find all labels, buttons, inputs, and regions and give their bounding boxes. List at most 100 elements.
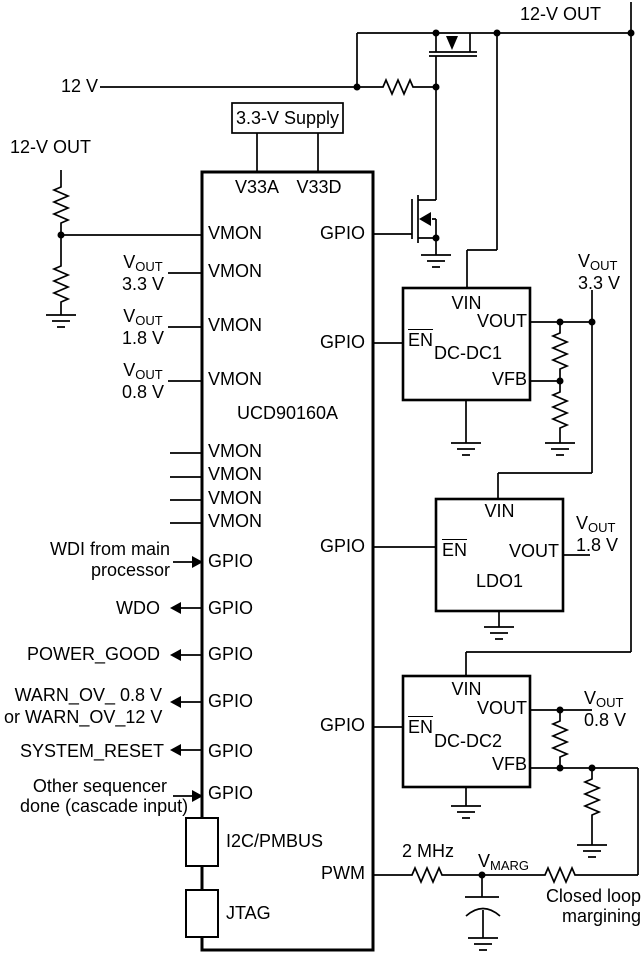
signal-label-power-good: POWER_GOOD [26, 644, 160, 664]
dcdc2-pin-vout: VOUT [476, 698, 527, 718]
ground-nmos-source [421, 254, 451, 268]
dcdc2-pin-en: EN [408, 717, 434, 737]
nmos-arrow [419, 212, 431, 226]
dcdc1-box [401, 286, 532, 402]
pmos-pass-fet [429, 33, 477, 57]
warn-output-arrow [170, 696, 181, 708]
net-label-12v-out-top: 12-V OUT [520, 4, 602, 24]
ldo1-pin-en: EN [442, 540, 468, 560]
pin-label-vmon-5: VMON [208, 441, 262, 461]
pin-label-vmon-3: VMON [208, 315, 262, 335]
dcdc1-pin-vout: VOUT [476, 311, 527, 331]
pin-label-vmon-6: VMON [208, 464, 262, 484]
resistors [51, 77, 602, 885]
ground-12v-divider [46, 314, 76, 328]
ground-dcdc2 [451, 805, 481, 819]
resistor-12v-divider-bottom [51, 262, 71, 306]
dcdc1-pin-vfb: VFB [491, 369, 527, 389]
jtag-connector-box [185, 889, 219, 938]
pin-label-gpio-pg: GPIO [208, 644, 254, 664]
i2c-pmbus-label: I2C/PMBUS [226, 831, 324, 851]
rail-label-vout-0v8: VOUT 0.8 V [584, 688, 627, 730]
ic-name-label: UCD90160A [236, 403, 339, 423]
net-label-12v-input: 12 V [60, 76, 98, 96]
resistor-pwm-filter [407, 865, 447, 885]
ucd90160a-box [200, 170, 375, 952]
pin-label-gpio-wdi: GPIO [208, 551, 254, 571]
wire-ldo1-nets [373, 546, 590, 627]
wire-pwm-margining [373, 874, 638, 938]
supply-3v3-box [231, 102, 344, 134]
net-label-12v-out-left: 12-V OUT [10, 137, 92, 157]
pmos-arrow [446, 36, 458, 50]
dcdc2-pin-vin: VIN [451, 679, 482, 699]
ground-dcdc2-divider [577, 844, 607, 858]
rail-label-vout-3v3: VOUT 3.3 V [578, 251, 621, 293]
pin-label-gpio-sysrst: GPIO [208, 741, 254, 761]
ground-dcdc1-divider [545, 442, 575, 456]
dcdc2-name: DC-DC2 [434, 731, 503, 751]
i2c-pmbus-connector-box [185, 817, 219, 867]
supply-3v3-label: 3.3-V Supply [235, 107, 340, 128]
wdi-input-arrow [192, 556, 203, 568]
signal-label-system-reset: SYSTEM_RESET [20, 741, 165, 761]
signal-label-wdo: WDO [116, 598, 160, 618]
cascade-input-arrow [192, 790, 203, 802]
pin-label-vmon-8: VMON [208, 511, 262, 531]
input-label-vout-3v3: VOUT 3.3 V [121, 252, 165, 294]
pin-label-gpio-warn: GPIO [208, 691, 254, 711]
resistor-12v-gate [378, 77, 418, 97]
pin-label-gpio-ldo1: GPIO [319, 536, 365, 556]
input-label-vout-1v8: VOUT 1.8 V [121, 306, 165, 348]
rail-label-vout-1v8: VOUT 1.8 V [576, 513, 619, 555]
ground-dcdc1 [451, 442, 481, 456]
ldo1-pin-vin: VIN [484, 501, 515, 521]
wdo-output-arrow [170, 602, 181, 614]
vmarg-label: VMARG [478, 851, 530, 873]
nmos-gate-driver [411, 195, 419, 243]
jtag-label: JTAG [226, 903, 271, 923]
ground-ldo1 [484, 626, 514, 640]
pwm-freq-label: 2 MHz [402, 841, 455, 861]
ground-symbols [46, 254, 607, 951]
pin-label-vmon-1: VMON [208, 223, 262, 243]
block-outlines [185, 102, 565, 952]
pin-label-v33a: V33A [234, 177, 280, 197]
wire-gate-node-and-nmos [373, 56, 437, 255]
pin-label-gpio-dcdc1: GPIO [319, 332, 365, 352]
pin-label-v33d: V33D [296, 177, 342, 197]
power-good-output-arrow [170, 649, 181, 661]
pin-label-gpio-wdo: GPIO [208, 598, 254, 618]
pin-label-gpio-fet: GPIO [319, 223, 365, 243]
dcdc2-box [401, 674, 532, 789]
vmarg-capacitor-plate [465, 907, 501, 917]
system-reset-output-arrow [170, 744, 181, 756]
dcdc1-pin-vin: VIN [451, 293, 482, 313]
resistor-dcdc2-fb-bottom [582, 775, 602, 819]
pin-label-gpio-cascade: GPIO [208, 783, 254, 803]
resistor-dcdc1-fb-top [550, 329, 570, 373]
signal-arrows [170, 36, 458, 802]
resistor-dcdc1-fb-bottom [550, 388, 570, 432]
resistor-dcdc2-fb-top [550, 717, 570, 761]
wire-left-divider-and-vmon-stubs [60, 170, 202, 524]
pin-label-vmon-4: VMON [208, 369, 262, 389]
pin-label-vmon-2: VMON [208, 261, 262, 281]
dcdc2-pin-vfb: VFB [491, 754, 527, 774]
wire-gpio-signal-stubs [173, 561, 202, 797]
ldo1-box [434, 497, 565, 613]
pin-label-pwm: PWM [321, 863, 365, 883]
wire-12v-to-dcdc1-vin [466, 33, 498, 288]
resistor-margining [540, 865, 580, 885]
wire-supply-stubs [256, 133, 319, 172]
ldo1-pin-vout: VOUT [508, 541, 559, 561]
pin-label-gpio-dcdc2: GPIO [319, 715, 365, 735]
dcdc1-name: DC-DC1 [434, 343, 503, 363]
input-label-vout-0v8: VOUT 0.8 V [121, 360, 165, 402]
junction-dots [57, 29, 635, 879]
